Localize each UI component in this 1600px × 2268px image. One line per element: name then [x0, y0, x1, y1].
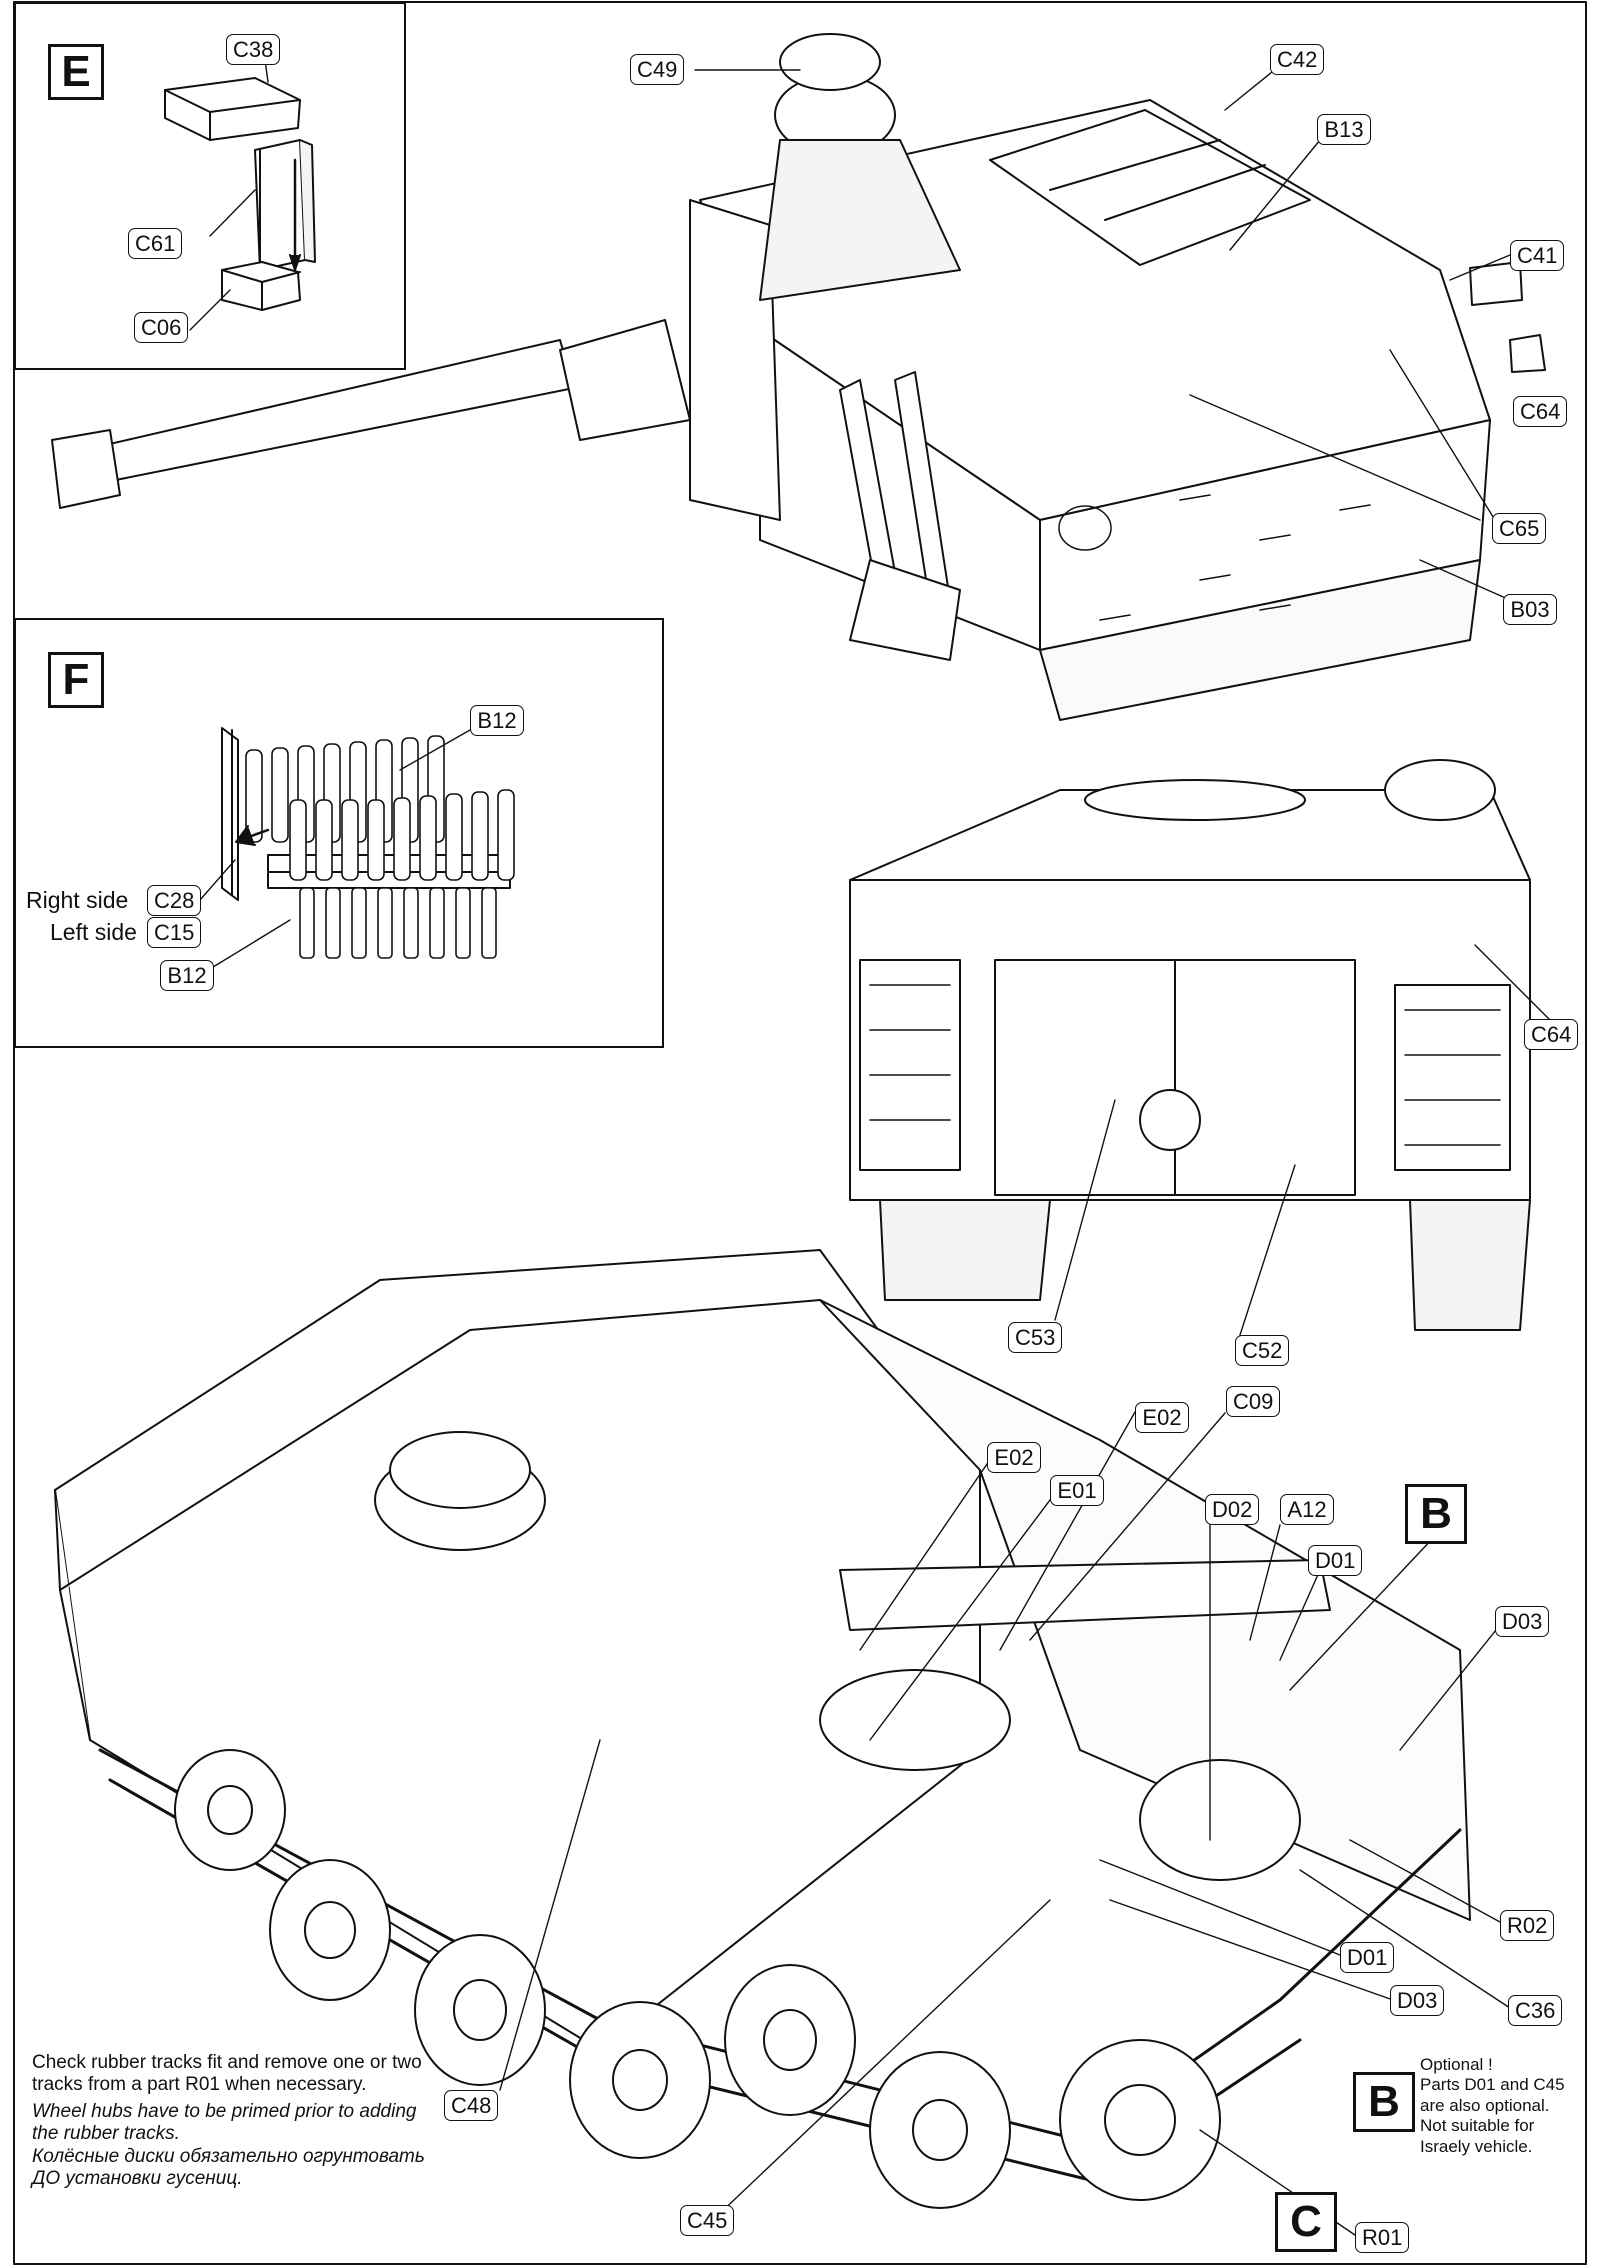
step-marker-c: C: [1275, 2192, 1337, 2252]
superstructure-details: [1058, 494, 1371, 621]
part-callout: C28: [147, 885, 202, 916]
optional-line: Israely vehicle.: [1420, 2136, 1533, 2156]
primer-note-ru: Колёсные диски обязательно огрунтовать Д…: [32, 2145, 425, 2190]
part-callout: B03: [1503, 594, 1557, 625]
part-callout: A12: [1280, 1494, 1334, 1525]
assembly-notes: Check rubber tracks fit and remove one o…: [32, 2052, 432, 2190]
main-hull-view: [54, 1249, 1471, 2182]
part-callout: E02: [1135, 1402, 1189, 1433]
optional-parts-note: Optional ! Parts D01 and C45 are also op…: [1420, 2055, 1590, 2157]
part-callout: E01: [1050, 1475, 1104, 1506]
primer-note-en: Wheel hubs have to be primed prior to ad…: [32, 2100, 417, 2145]
part-callout: C38: [226, 34, 281, 65]
part-callout: B12: [470, 705, 524, 736]
part-callout: C52: [1235, 1335, 1290, 1366]
part-callout: C49: [630, 54, 685, 85]
part-callout: C61: [128, 228, 183, 259]
part-callout: C15: [147, 917, 202, 948]
optional-line: Optional !: [1420, 2055, 1493, 2074]
panel-e-letter: E: [48, 44, 104, 100]
step-marker-b-top: B: [1405, 1484, 1467, 1544]
step-marker-b-bottom: B: [1353, 2072, 1415, 2132]
part-callout: C64: [1524, 1019, 1579, 1050]
panel-e-drawing: [164, 77, 316, 311]
part-callout: D03: [1495, 1606, 1550, 1637]
optional-line: are also optional.: [1420, 2095, 1550, 2115]
part-callout: C06: [134, 312, 189, 343]
superstructure-top-view: [51, 33, 1546, 721]
part-callout: C36: [1508, 1995, 1563, 2026]
part-callout: D01: [1340, 1942, 1395, 1973]
part-callout: R01: [1355, 2222, 1410, 2253]
leader-lines: [189, 59, 1551, 2236]
part-callout: B12: [160, 960, 214, 991]
part-callout: C64: [1513, 396, 1568, 427]
panel-f-drawing: [221, 727, 515, 959]
panel-f-frame: [14, 618, 664, 1048]
track-fit-note: Check rubber tracks fit and remove one o…: [32, 2052, 422, 2096]
optional-line: Parts D01 and C45: [1420, 2075, 1565, 2095]
right-side-label: Right side: [26, 887, 129, 913]
part-callout: C45: [680, 2205, 735, 2236]
part-callout: D01: [1308, 1545, 1363, 1576]
part-callout: D03: [1390, 1985, 1445, 2016]
part-callout: D02: [1205, 1494, 1260, 1525]
part-callout: C65: [1492, 513, 1547, 544]
rear-view: [849, 759, 1531, 1331]
optional-line: Not suitable for: [1420, 2116, 1535, 2136]
part-callout: C09: [1226, 1386, 1281, 1417]
part-callout: C48: [444, 2090, 499, 2121]
road-wheels: [174, 1749, 1221, 2209]
part-callout: C41: [1510, 240, 1565, 271]
part-callout: C42: [1270, 44, 1325, 75]
part-callout: R02: [1500, 1910, 1555, 1941]
part-callout: E02: [987, 1442, 1041, 1473]
panel-f-letter: F: [48, 652, 104, 708]
panel-e-frame: [14, 2, 406, 370]
part-callout: B13: [1317, 114, 1371, 145]
part-callout: C53: [1008, 1322, 1063, 1353]
left-side-label: Left side: [50, 919, 137, 945]
